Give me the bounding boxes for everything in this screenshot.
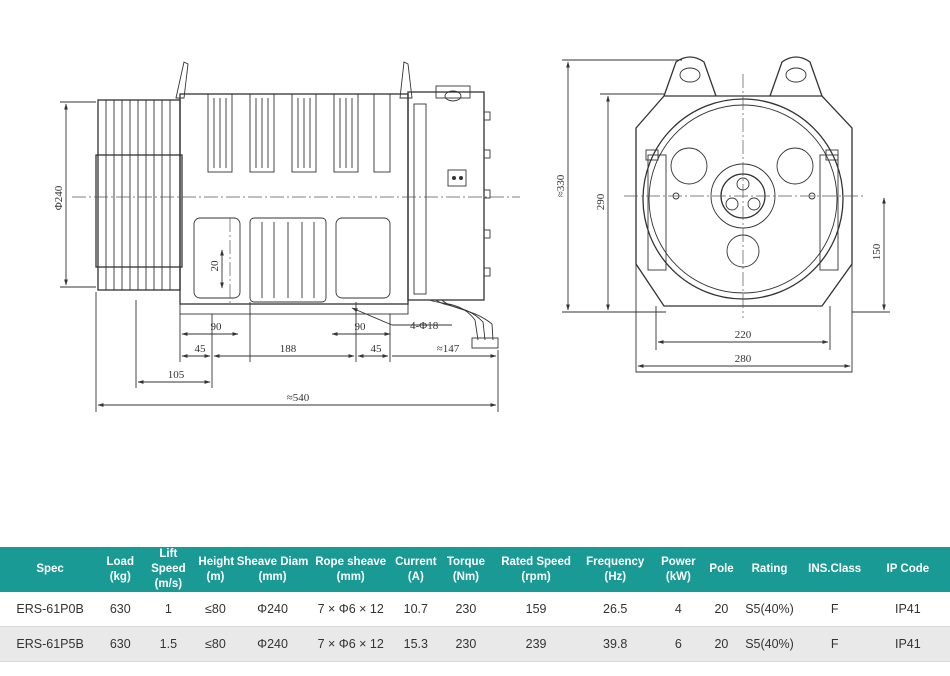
- header-pole: Pole: [707, 547, 736, 592]
- header-current: Current(A): [390, 547, 441, 592]
- dim-20: 20: [209, 260, 221, 272]
- table-row: ERS-61P5B 630 1.5 ≤80 Φ240 7 × Φ6 × 12 1…: [0, 626, 950, 662]
- header-rated-speed: Rated Speed(rpm): [490, 547, 582, 592]
- cell-lift-speed: 1: [140, 592, 197, 627]
- cell-rope-sheave: 7 × Φ6 × 12: [310, 592, 391, 627]
- dim-150: 150: [871, 243, 883, 260]
- header-height: Height(m): [196, 547, 235, 592]
- dim-phi240: Φ240: [53, 185, 65, 210]
- dim-280: 280: [735, 353, 752, 365]
- cell-rated-speed: 239: [490, 626, 582, 662]
- dim-290: 290: [595, 193, 607, 210]
- header-rope-sheave: Rope sheave(mm): [310, 547, 391, 592]
- side-view: Φ240 20 90 90 4-Φ18 45 188 45 ≈147 105: [53, 61, 520, 412]
- cell-sheave-diam: Φ240: [234, 592, 311, 627]
- table-row: ERS-61P0B 630 1 ≤80 Φ240 7 × Φ6 × 12 10.…: [0, 592, 950, 627]
- cell-ins-class: F: [803, 592, 866, 627]
- cell-lift-speed: 1.5: [140, 626, 197, 662]
- front-view: ≈330 290 150 220 280: [555, 56, 890, 373]
- header-load: Load(kg): [100, 547, 141, 592]
- cell-rope-sheave: 7 × Φ6 × 12: [310, 626, 391, 662]
- cell-torque: 230: [440, 592, 491, 627]
- cell-pole: 20: [707, 626, 736, 662]
- header-frequency: Frequency(Hz): [581, 547, 650, 592]
- header-ip-code: IP Code: [865, 547, 950, 592]
- dim-90-left: 90: [211, 321, 223, 333]
- cell-height: ≤80: [196, 626, 235, 662]
- header-lift-speed: Lift Speed(m/s): [140, 547, 197, 592]
- cell-rated-speed: 159: [490, 592, 582, 627]
- header-sheave-diam: Sheave Diam(mm): [234, 547, 311, 592]
- dim-90-right: 90: [355, 321, 367, 333]
- cell-ins-class: F: [803, 626, 866, 662]
- cell-ip-code: IP41: [865, 626, 950, 662]
- dim-45-left: 45: [195, 343, 207, 355]
- header-ins-class: INS.Class: [803, 547, 866, 592]
- technical-drawing: Φ240 20 90 90 4-Φ18 45 188 45 ≈147 105: [53, 56, 890, 412]
- cell-rating: S5(40%): [735, 626, 804, 662]
- cell-power: 4: [649, 592, 708, 627]
- dim-105: 105: [168, 369, 185, 381]
- cell-load: 630: [100, 592, 141, 627]
- cell-current: 15.3: [390, 626, 441, 662]
- spec-table: Spec Load(kg) Lift Speed(m/s) Height(m) …: [0, 547, 950, 662]
- cell-power: 6: [649, 626, 708, 662]
- cell-rating: S5(40%): [735, 592, 804, 627]
- header-power: Power(kW): [649, 547, 708, 592]
- table-header-row: Spec Load(kg) Lift Speed(m/s) Height(m) …: [0, 547, 950, 592]
- cell-torque: 230: [440, 626, 491, 662]
- dim-330: ≈330: [555, 174, 567, 197]
- traction-sheave: [95, 99, 183, 291]
- dim-holes: 4-Φ18: [410, 320, 439, 332]
- dim-147: ≈147: [437, 343, 460, 355]
- header-spec: Spec: [0, 547, 101, 592]
- cell-spec: ERS-61P0B: [0, 592, 101, 627]
- dim-188: 188: [280, 343, 297, 355]
- cell-ip-code: IP41: [865, 592, 950, 627]
- dim-45-right: 45: [371, 343, 383, 355]
- dim-540: ≈540: [287, 392, 310, 404]
- header-rating: Rating: [735, 547, 804, 592]
- cell-current: 10.7: [390, 592, 441, 627]
- dim-220: 220: [735, 329, 752, 341]
- cell-spec: ERS-61P5B: [0, 626, 101, 662]
- motor-body: [175, 61, 413, 315]
- brake-box: [407, 85, 499, 349]
- cell-pole: 20: [707, 592, 736, 627]
- cell-sheave-diam: Φ240: [234, 626, 311, 662]
- cell-frequency: 26.5: [581, 592, 650, 627]
- cell-frequency: 39.8: [581, 626, 650, 662]
- cell-height: ≤80: [196, 592, 235, 627]
- cell-load: 630: [100, 626, 141, 662]
- header-torque: Torque(Nm): [440, 547, 491, 592]
